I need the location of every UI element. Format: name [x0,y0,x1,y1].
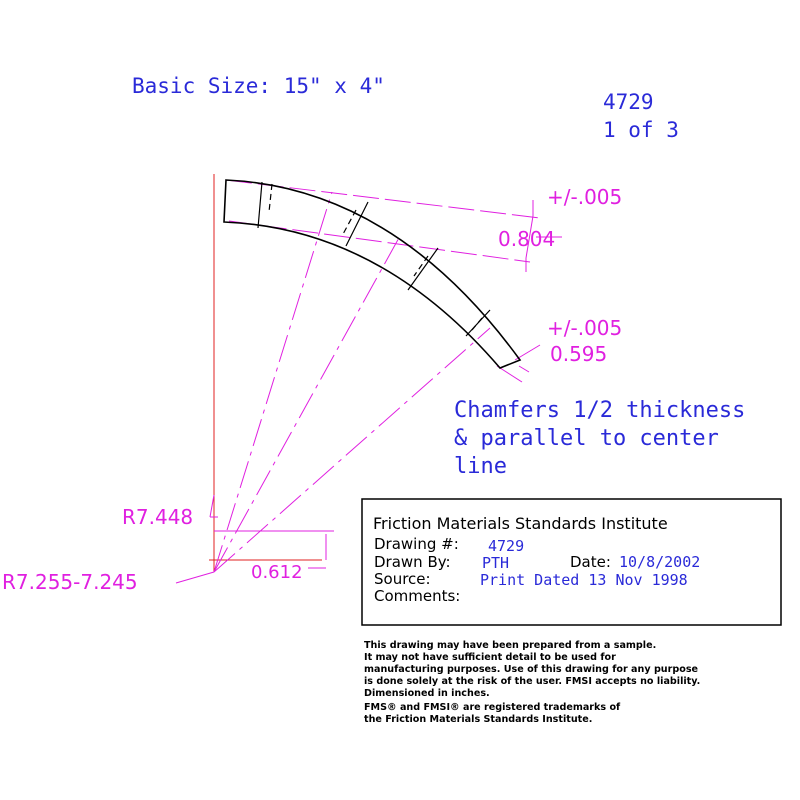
chamfer-mark-3b [413,255,429,277]
chamfer-mark-2b [341,209,357,237]
disclaimer-line-5: Dimensioned in inches. [364,688,490,699]
disclaimer-line-6: FMS® and FMSI® are registered trademarks… [364,702,621,713]
r7255-leader [175,571,215,584]
source-value: Print Dated 13 Nov 1998 [480,571,688,589]
tolerance-right: +/-.005 [547,316,622,340]
chamfer-mark-1b [268,183,273,213]
dim-595-leader [514,344,541,361]
r7448-leader [209,494,215,518]
chamfer-note-line-2: & parallel to center [454,426,719,451]
date-value: 10/8/2002 [619,553,700,571]
radius-inner-dimension: R7.255-7.245 [2,570,138,594]
disclaimer-line-3: manufacturing purposes. Use of this draw… [364,664,699,675]
dim-595-tick [518,365,530,373]
center-lines [209,174,322,572]
dim-804-line [525,215,534,259]
chamfer-note-line-3: line [454,454,507,479]
chamfer-mark-2 [345,201,369,247]
drawn-by-value: PTH [482,554,509,572]
disclaimer-line-2: It may not have sufficient detail to be … [364,652,616,663]
chamfer-marks [257,181,491,337]
disclaimer-line-1: This drawing may have been prepared from… [364,640,656,651]
org-name: Friction Materials Standards Institute [373,514,668,533]
drawn-by-label: Drawn By: [374,553,451,571]
date-label: Date: [570,553,611,571]
arc-segment-outline [223,179,522,369]
dim-595-line [496,365,523,383]
basic-size-text: Basic Size: 15" x 4" [132,74,385,98]
sheet-number: 1 of 3 [603,118,679,142]
chamfer-note-line-1: Chamfers 1/2 thickness [454,398,745,423]
radial-line-1 [213,191,333,573]
disclaimer: This drawing may have been prepared from… [364,640,700,725]
chamfer-mark-4b [471,317,483,331]
radius-outer-dimension: R7.448 [122,505,193,529]
radial-line-2 [213,235,401,573]
thickness-dimension: 0.804 [498,227,555,251]
chamfer-mark-4 [465,309,491,337]
drawing-number-value: 4729 [488,537,524,555]
chamfer-mark-1 [257,181,263,229]
disclaimer-line-7: the Friction Materials Standards Institu… [364,714,592,725]
drawing-number-header: 4729 [603,90,654,114]
title-block-border [361,498,782,626]
chamfer-mark-3 [407,247,439,291]
end-width-dimension: 0.595 [550,342,607,366]
offset-dimension: 0.612 [251,562,303,583]
part-outline [223,179,522,369]
tolerance-top: +/-.005 [547,185,622,209]
disclaimer-line-4: is done solely at the risk of the user. … [364,676,700,687]
comments-label: Comments: [374,587,460,605]
source-label: Source: [374,570,431,588]
drawing-number-label: Drawing #: [374,535,459,553]
